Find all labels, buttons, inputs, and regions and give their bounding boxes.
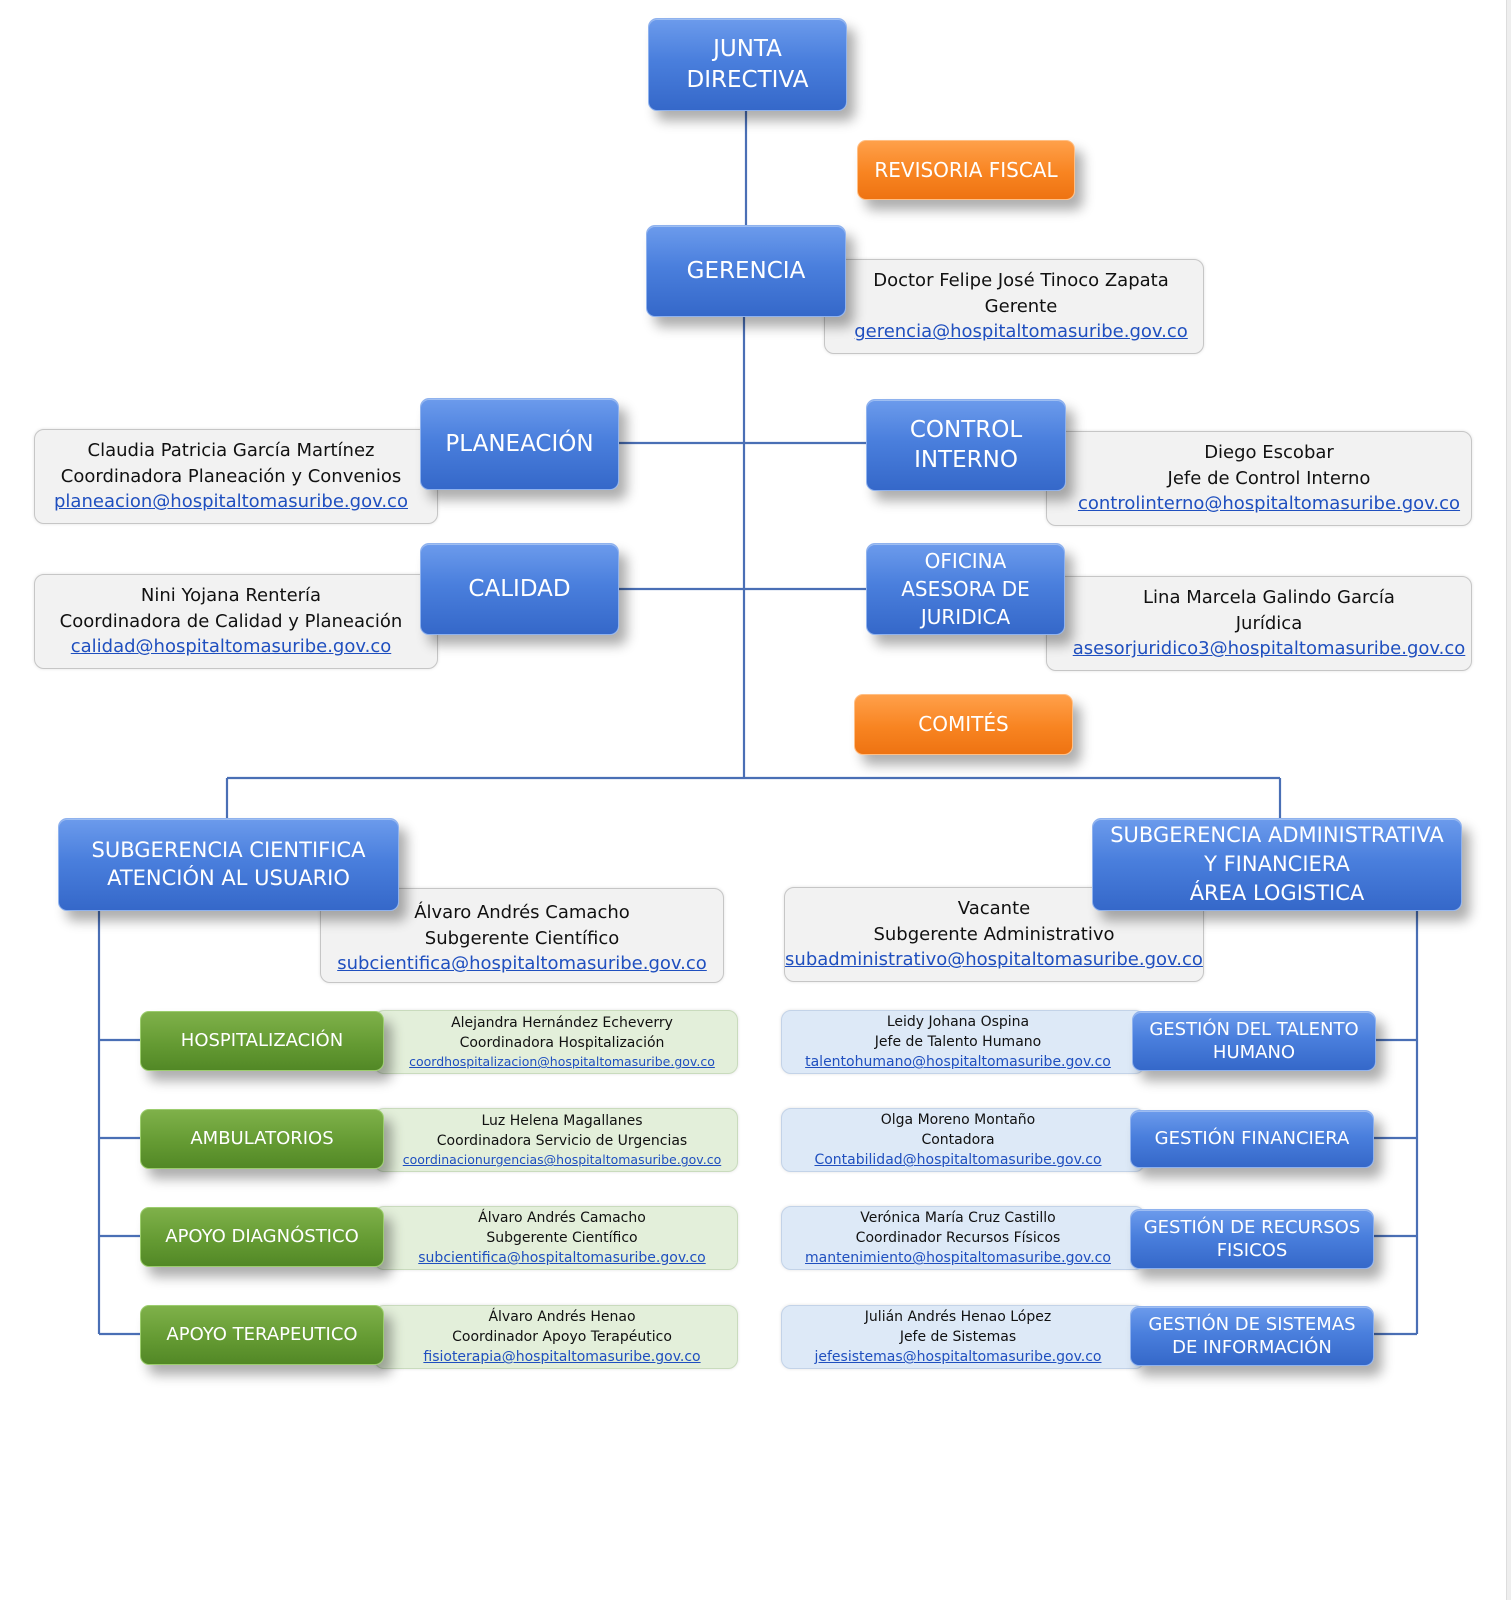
contact-role: Coordinadora Servicio de Urgencias: [436, 1132, 688, 1149]
contact-role: Coordinador Recursos Físicos: [855, 1229, 1061, 1246]
hospitalizacion-contact: Alejandra Hernández Echeverry Coordinado…: [374, 1010, 738, 1074]
contact-email-link[interactable]: planeacion@hospitaltomasuribe.gov.co: [54, 491, 408, 513]
contact-role: Jefe de Sistemas: [899, 1328, 1017, 1345]
talento-contact: Leidy Johana Ospina Jefe de Talento Huma…: [781, 1010, 1145, 1074]
contact-name: Nini Yojana Rentería: [140, 585, 322, 607]
financiera-contact: Olga Moreno Montaño Contadora Contabilid…: [781, 1108, 1145, 1172]
contact-role: Jurídica: [1235, 612, 1303, 634]
control-interno-box: CONTROL INTERNO: [866, 399, 1066, 491]
contact-name: Diego Escobar: [1204, 442, 1334, 464]
apoyo-terapeutico-box: APOYO TERAPEUTICO: [140, 1305, 384, 1365]
contact-role: Subgerente Científico: [486, 1229, 638, 1246]
contact-name: Vacante: [957, 898, 1031, 920]
contact-name: Álvaro Andrés Henao: [488, 1308, 636, 1325]
gerencia-contact: Doctor Felipe José Tinoco Zapata Gerente…: [824, 259, 1204, 354]
gestion-sistemas-box: GESTIÓN DE SISTEMAS DE INFORMACIÓN: [1130, 1306, 1374, 1366]
subgerencia-administrativa-box: SUBGERENCIA ADMINISTRATIVA Y FINANCIERA …: [1092, 818, 1462, 911]
contact-role: Subgerente Científico: [424, 927, 620, 949]
contact-email-link[interactable]: gerencia@hospitaltomasuribe.gov.co: [854, 321, 1188, 343]
contact-role: Jefe de Control Interno: [1167, 467, 1371, 489]
contact-email-link[interactable]: subcientifica@hospitaltomasuribe.gov.co: [418, 1250, 706, 1267]
calidad-box: CALIDAD: [420, 543, 619, 635]
contact-name: Alejandra Hernández Echeverry: [451, 1014, 673, 1031]
sub-cientifica-contact: Álvaro Andrés Camacho Subgerente Científ…: [320, 888, 724, 983]
contact-role: Subgerente Administrativo: [873, 923, 1115, 945]
planeacion-contact: Claudia Patricia García Martínez Coordin…: [34, 429, 438, 524]
contact-email-link[interactable]: asesorjuridico3@hospitaltomasuribe.gov.c…: [1072, 638, 1466, 660]
contact-role: Coordinadora de Calidad y Planeación: [59, 610, 403, 632]
contact-name: Julián Andrés Henao López: [864, 1308, 1052, 1325]
contact-email-link[interactable]: fisioterapia@hospitaltomasuribe.gov.co: [423, 1349, 701, 1366]
recursos-contact: Verónica María Cruz Castillo Coordinador…: [781, 1206, 1145, 1270]
apoyo-terapeutico-contact: Álvaro Andrés Henao Coordinador Apoyo Te…: [374, 1305, 738, 1369]
gestion-financiera-box: GESTIÓN FINANCIERA: [1130, 1110, 1374, 1168]
gerencia-box: GERENCIA: [646, 225, 846, 317]
contact-role: Jefe de Talento Humano: [874, 1033, 1042, 1050]
contact-email-link[interactable]: subcientifica@hospitaltomasuribe.gov.co: [337, 953, 707, 975]
contact-role: Coordinadora Hospitalización: [459, 1034, 665, 1051]
comites-box: COMITÉS: [854, 694, 1073, 755]
ambulatorios-contact: Luz Helena Magallanes Coordinadora Servi…: [374, 1108, 738, 1172]
contact-email-link[interactable]: Contabilidad@hospitaltomasuribe.gov.co: [814, 1152, 1102, 1169]
control-contact: Diego Escobar Jefe de Control Interno co…: [1046, 431, 1472, 526]
contact-email-link[interactable]: jefesistemas@hospitaltomasuribe.gov.co: [814, 1349, 1102, 1366]
contact-name: Luz Helena Magallanes: [481, 1112, 643, 1129]
contact-email-link[interactable]: mantenimiento@hospitaltomasuribe.gov.co: [805, 1250, 1111, 1267]
contact-email-link[interactable]: subadministrativo@hospitaltomasuribe.gov…: [785, 949, 1203, 971]
contact-email-link[interactable]: talentohumano@hospitaltomasuribe.gov.co: [805, 1054, 1111, 1071]
contact-email-link[interactable]: coordhospitalizacion@hospitaltomasuribe.…: [409, 1054, 715, 1070]
contact-email-link[interactable]: coordinacionurgencias@hospitaltomasuribe…: [402, 1152, 722, 1168]
contact-name: Álvaro Andrés Camacho: [414, 902, 630, 924]
contact-name: Verónica María Cruz Castillo: [860, 1209, 1056, 1226]
hospitalizacion-box: HOSPITALIZACIÓN: [140, 1011, 384, 1071]
junta-directiva-box: JUNTA DIRECTIVA: [648, 18, 847, 111]
contact-email-link[interactable]: calidad@hospitaltomasuribe.gov.co: [70, 636, 392, 658]
contact-role: Coordinadora Planeación y Convenios: [60, 465, 402, 487]
gestion-talento-humano-box: GESTIÓN DEL TALENTO HUMANO: [1132, 1011, 1376, 1071]
contact-name: Doctor Felipe José Tinoco Zapata: [873, 270, 1169, 292]
juridica-contact: Lina Marcela Galindo García Jurídica ase…: [1046, 576, 1472, 671]
page-edge: [1506, 0, 1511, 1600]
contact-role: Coordinador Apoyo Terapéutico: [452, 1328, 672, 1345]
contact-name: Olga Moreno Montaño: [880, 1111, 1036, 1128]
contact-name: Lina Marcela Galindo García: [1143, 587, 1395, 609]
revisoria-fiscal-box: REVISORIA FISCAL: [857, 140, 1075, 200]
contact-name: Leidy Johana Ospina: [886, 1013, 1030, 1030]
gestion-recursos-fisicos-box: GESTIÓN DE RECURSOS FISICOS: [1130, 1209, 1374, 1269]
subgerencia-cientifica-box: SUBGERENCIA CIENTIFICA ATENCIÓN AL USUAR…: [58, 818, 399, 911]
contact-email-link[interactable]: controlinterno@hospitaltomasuribe.gov.co: [1077, 493, 1461, 515]
sistemas-contact: Julián Andrés Henao López Jefe de Sistem…: [781, 1305, 1145, 1369]
contact-name: Claudia Patricia García Martínez: [87, 440, 375, 462]
oficina-asesora-juridica-box: OFICINA ASESORA DE JURIDICA: [866, 543, 1065, 635]
contact-role: Gerente: [984, 295, 1058, 317]
planeacion-box: PLANEACIÓN: [420, 398, 619, 490]
calidad-contact: Nini Yojana Rentería Coordinadora de Cal…: [34, 574, 438, 669]
ambulatorios-box: AMBULATORIOS: [140, 1109, 384, 1169]
contact-name: Álvaro Andrés Camacho: [478, 1209, 646, 1226]
apoyo-diagnostico-contact: Álvaro Andrés Camacho Subgerente Científ…: [374, 1206, 738, 1270]
contact-role: Contadora: [921, 1131, 995, 1148]
apoyo-diagnostico-box: APOYO DIAGNÓSTICO: [140, 1207, 384, 1267]
